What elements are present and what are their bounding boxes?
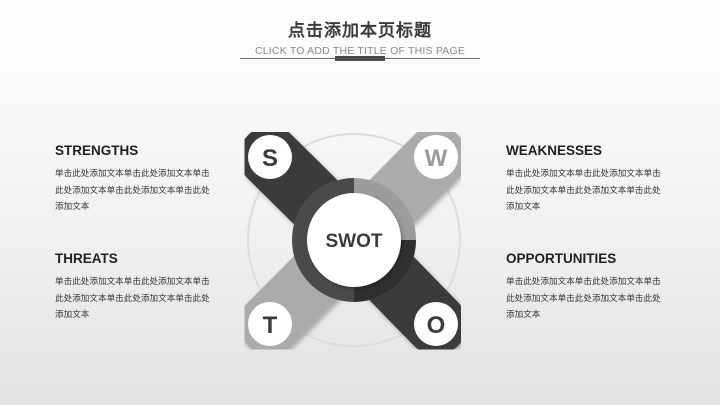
weaknesses-heading: WEAKNESSES [506, 143, 603, 158]
opportunities-block: OPPORTUNITIES 单击此处添加文本单击此处添加文本单击此处添加文本单击… [506, 251, 666, 324]
threats-heading: THREATS [55, 251, 118, 266]
o-letter: O [427, 312, 446, 339]
s-badge[interactable] [248, 135, 292, 179]
t-badge[interactable] [248, 302, 292, 346]
page-title[interactable]: 点击添加本页标题 [288, 21, 432, 41]
swot-center-label: SWOT [326, 231, 383, 252]
page-subtitle: CLICK TO ADD THE TITLE OF THIS PAGE [254, 45, 466, 57]
title-divider-accent [335, 56, 385, 61]
strengths-block: STRENGTHS 单击此处添加文本单击此处添加文本单击此处添加文本单击此处添加… [55, 143, 215, 216]
strengths-text[interactable]: 单击此处添加文本单击此处添加文本单击此处添加文本单击此处添加文本单击此处添加文本 [55, 169, 210, 212]
opportunities-text[interactable]: 单击此处添加文本单击此处添加文本单击此处添加文本单击此处添加文本单击此处添加文本 [506, 277, 661, 320]
s-letter: S [262, 145, 278, 172]
strengths-heading: STRENGTHS [55, 143, 139, 158]
hub-inner [307, 193, 401, 287]
threats-text[interactable]: 单击此处添加文本单击此处添加文本单击此处添加文本单击此处添加文本单击此处添加文本 [55, 277, 210, 320]
weaknesses-text[interactable]: 单击此处添加文本单击此处添加文本单击此处添加文本单击此处添加文本单击此处添加文本 [506, 169, 661, 212]
o-badge[interactable] [414, 302, 458, 346]
w-badge[interactable] [414, 135, 458, 179]
header: 点击添加本页标题 CLICK TO ADD THE TITLE OF THIS … [0, 16, 720, 57]
w-letter: W [425, 145, 448, 172]
t-letter: T [263, 312, 278, 339]
threats-block: THREATS 单击此处添加文本单击此处添加文本单击此处添加文本单击此处添加文本… [55, 251, 215, 324]
opportunities-heading: OPPORTUNITIES [506, 251, 617, 266]
weaknesses-block: WEAKNESSES 单击此处添加文本单击此处添加文本单击此处添加文本单击此处添… [506, 143, 666, 216]
outer-ring [247, 133, 461, 347]
